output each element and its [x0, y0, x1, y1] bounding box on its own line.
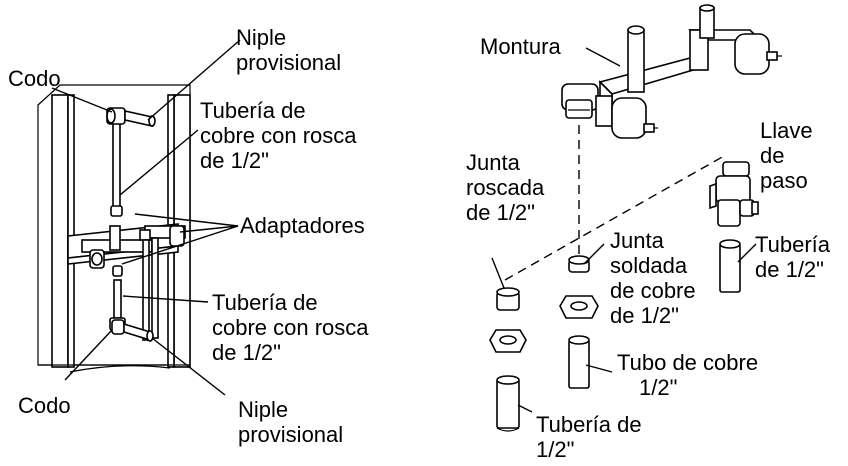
label-tuberia-bottom-left: Tubería de cobre con rosca de 1/2"	[212, 290, 369, 365]
label-tuberia-right: Tubería de 1/2"	[755, 232, 830, 282]
label-llave-line3: paso	[760, 168, 808, 193]
label-junta-roscada: Junta roscada de 1/2"	[466, 150, 544, 225]
label-tuberia-bottom-right-line2: 1/2"	[536, 437, 575, 462]
valve-body-right	[561, 4, 782, 139]
label-codo-bottom: Codo	[18, 393, 71, 418]
dashed-guides	[504, 125, 725, 281]
label-tuberia-top-line1: Tubería de	[200, 98, 306, 123]
label-niple-top-line1: Niple	[236, 25, 287, 50]
label-niple-bottom: Niple provisional	[238, 397, 343, 447]
soldered-joint-stack	[559, 255, 599, 389]
label-junta-soldada-line4: de 1/2"	[610, 303, 679, 328]
label-junta-soldada-line1: Junta	[610, 228, 664, 253]
label-tuberia-top-line3: de 1/2"	[200, 148, 269, 173]
label-llave-line2: de	[760, 143, 785, 168]
label-junta-soldada-line3: de cobre	[610, 278, 696, 303]
label-tuberia-bottom-right: Tubería de 1/2"	[536, 412, 642, 462]
label-tubo-cobre: Tubo de cobre 1/2"	[617, 350, 758, 400]
label-tuberia-bottom-left-line1: Tubería de	[212, 290, 318, 315]
left-leader-lines	[51, 39, 241, 396]
right-leader-lines	[491, 47, 757, 413]
label-niple-top-line2: provisional	[236, 50, 342, 75]
label-tuberia-right-line2: de 1/2"	[755, 257, 824, 282]
label-tuberia-top: Tubería de cobre con rosca de 1/2"	[200, 98, 357, 173]
label-niple-top: Niple provisional	[236, 25, 341, 75]
label-junta-soldada-line2: soldada	[610, 253, 688, 278]
label-adaptadores: Adaptadores	[240, 213, 365, 238]
label-llave-line1: Llave	[760, 118, 813, 143]
label-tuberia-bottom-right-line1: Tubería de	[536, 412, 642, 437]
label-junta-soldada: Junta soldada de cobre de 1/2"	[610, 228, 696, 328]
top-copper-pipe	[106, 107, 156, 217]
threaded-joint-stack	[489, 287, 527, 432]
label-montura: Montura	[480, 34, 561, 59]
label-junta-roscada-line2: roscada	[466, 175, 545, 200]
label-llave-de-paso: Llave de paso	[760, 118, 813, 193]
label-junta-roscada-line1: Junta	[466, 150, 520, 175]
label-tuberia-right-line1: Tubería	[755, 232, 831, 257]
label-tuberia-bottom-left-line2: cobre con rosca	[212, 315, 369, 340]
label-junta-roscada-line3: de 1/2"	[466, 200, 535, 225]
label-tuberia-bottom-left-line3: de 1/2"	[212, 340, 281, 365]
label-tubo-cobre-line2: 1/2"	[639, 375, 678, 400]
label-codo-top: Codo	[8, 66, 61, 91]
label-tubo-cobre-line1: Tubo de cobre	[617, 350, 759, 375]
label-niple-bottom-line2: provisional	[238, 422, 344, 447]
label-tuberia-top-line2: cobre con rosca	[200, 123, 357, 148]
shutoff-valve	[709, 161, 759, 293]
label-niple-bottom-line1: Niple	[238, 397, 289, 422]
